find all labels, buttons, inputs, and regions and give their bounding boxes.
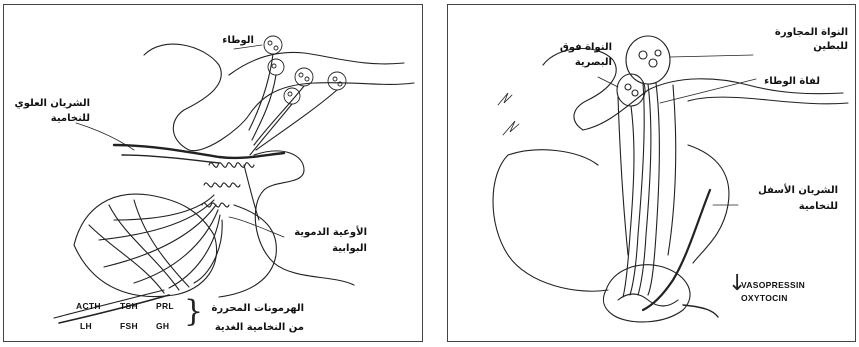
hormone-gh: GH bbox=[156, 321, 169, 331]
hypothalamus-label: الوطاء bbox=[194, 35, 254, 47]
superior-artery-label-line1: الشريان العلوي bbox=[10, 98, 90, 110]
paraventricular-nucleus-label-line1: النواة المجاورة bbox=[768, 27, 848, 39]
posterior-pituitary-drawing bbox=[448, 5, 857, 343]
inferior-artery-label-line1: الشريان الأسفل bbox=[748, 185, 838, 197]
released-hormones-label-line2: من النخامية الغدية bbox=[196, 322, 304, 334]
portal-vessels-label-line1: الأوعية الدموية bbox=[272, 227, 367, 239]
hormone-tsh: TSH bbox=[120, 301, 138, 311]
anterior-pituitary-diagram: الوطاء الشريان العلوي للنخامية الأوعية ا… bbox=[3, 4, 423, 342]
hormone-fsh: FSH bbox=[120, 321, 138, 331]
hormone-vasopressin: VASOPRESSIN bbox=[741, 280, 805, 290]
portal-vessels-label-line2: البوابية bbox=[272, 243, 367, 255]
supraoptic-nucleus-label-line2: البصرية bbox=[532, 57, 612, 69]
paraventricular-nucleus-label-line2: للبطين bbox=[768, 41, 848, 53]
posterior-pituitary-diagram: النواة المجاورة للبطين النواة فوق البصري… bbox=[447, 4, 856, 342]
hormone-acth: ACTH bbox=[76, 301, 101, 311]
supraoptic-nucleus-label-line1: النواة فوق bbox=[532, 42, 612, 54]
inferior-artery-label-line2: للنخامية bbox=[748, 201, 838, 213]
anterior-pituitary-drawing bbox=[4, 5, 424, 343]
superior-artery-label-line2: للنخامية bbox=[10, 113, 90, 125]
released-hormones-label-line1: الهرمونات المحررة bbox=[196, 303, 304, 315]
hormone-oxytocin: OXYTOCIN bbox=[741, 293, 788, 303]
hypothalamic-stalk-label: لفاة الوطاء bbox=[750, 76, 820, 88]
hormone-prl: PRL bbox=[156, 301, 174, 311]
hormone-lh: LH bbox=[80, 321, 92, 331]
